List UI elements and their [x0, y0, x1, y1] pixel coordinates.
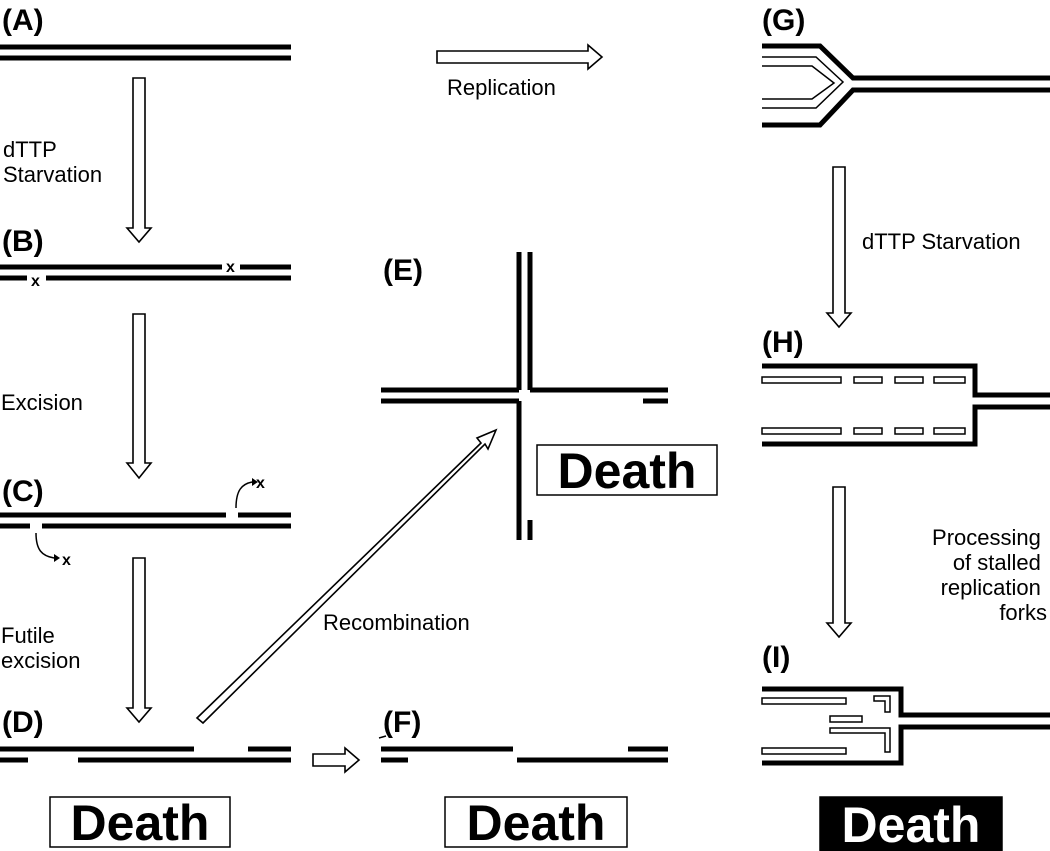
- label-recombination: Recombination: [323, 610, 470, 635]
- arrow-h-to-i: [825, 486, 853, 639]
- death-label-e: Death: [558, 443, 697, 499]
- arrow-replication: [436, 43, 604, 71]
- arrow-b-to-c: [125, 313, 153, 480]
- arrow-c-to-d: [125, 557, 153, 724]
- arrow-d-to-f: [312, 746, 361, 774]
- label-dttp-starvation-left: dTTP Starvation: [3, 137, 102, 187]
- label-replication: Replication: [447, 75, 556, 100]
- lesion-mark-b-bottom: x: [31, 273, 40, 290]
- dna-duplex-f: [378, 735, 668, 763]
- arrow-g-to-h: [825, 166, 853, 329]
- dna-duplex-b: [0, 264, 291, 281]
- death-box-d: Death: [49, 795, 231, 851]
- label-dttp-starvation-left-line2: Starvation: [3, 162, 102, 187]
- death-box-f: Death: [444, 795, 628, 851]
- panel-label-e: (E): [383, 254, 423, 287]
- death-box-e: Death: [536, 443, 718, 499]
- dna-duplex-c: [0, 478, 291, 562]
- dna-duplex-d: [0, 746, 291, 763]
- panel-label-f: (F): [383, 706, 421, 739]
- label-processing-line2: of stalled: [953, 550, 1041, 575]
- label-processing-line1: Processing: [932, 525, 1041, 550]
- panel-label-h: (H): [762, 326, 804, 359]
- excised-base-c-top: x: [256, 475, 265, 492]
- death-box-i: Death: [819, 796, 1003, 851]
- label-futile-excision: Futile excision: [1, 623, 80, 673]
- label-futile-excision-line1: Futile: [1, 623, 55, 648]
- replication-fork-g: [762, 43, 1050, 128]
- panel-label-i: (I): [762, 641, 790, 674]
- excised-base-c-bottom: x: [62, 552, 71, 569]
- label-processing-line4: forks: [999, 600, 1047, 625]
- death-label-f: Death: [467, 795, 606, 851]
- stalled-fork-h: [761, 363, 1050, 447]
- label-dttp-starvation-left-line1: dTTP: [3, 137, 56, 162]
- label-processing-stalled-forks: Processing of stalled replication forks: [932, 525, 1047, 625]
- lesion-mark-b-top: x: [226, 259, 235, 276]
- death-label-d: Death: [71, 795, 210, 851]
- label-processing-line3: replication: [941, 575, 1041, 600]
- label-dttp-starvation-right: dTTP Starvation: [862, 229, 1021, 254]
- label-futile-excision-line2: excision: [1, 648, 80, 673]
- panel-label-g: (G): [762, 4, 805, 37]
- processed-fork-i: [761, 686, 1050, 766]
- label-excision: Excision: [1, 390, 83, 415]
- arrow-a-to-b: [125, 77, 153, 244]
- arrow-recombination: [195, 428, 498, 725]
- panel-label-d: (D): [2, 706, 44, 739]
- recombination-junction-e: [381, 252, 668, 540]
- panel-label-a: (A): [2, 4, 44, 37]
- dna-duplex-a: [0, 44, 291, 61]
- panel-label-c: (C): [2, 475, 44, 508]
- death-label-i: Death: [842, 797, 981, 851]
- panel-label-b: (B): [2, 225, 44, 258]
